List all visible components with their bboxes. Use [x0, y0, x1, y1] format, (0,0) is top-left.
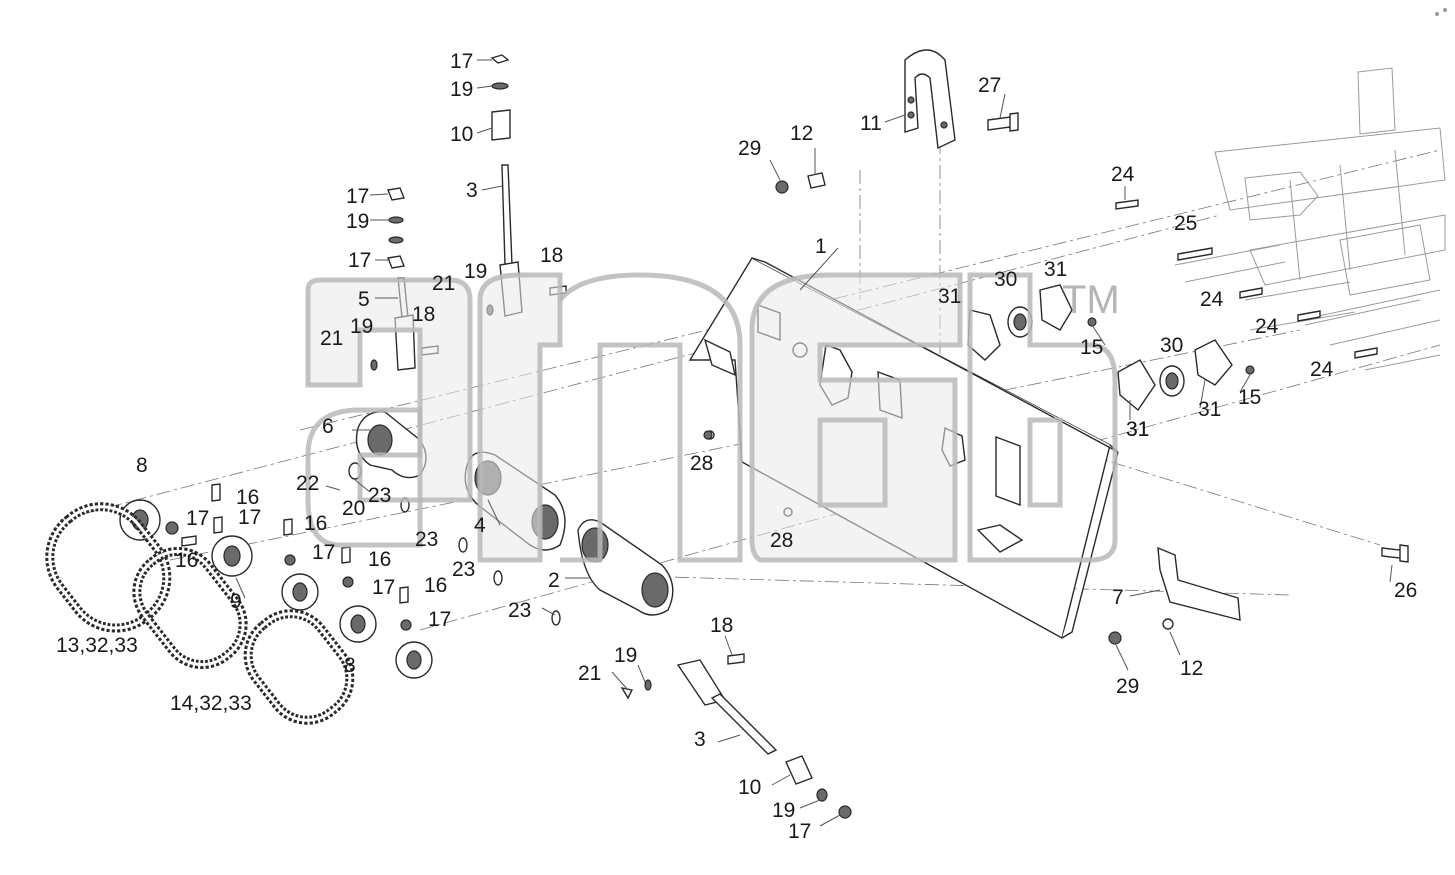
part-label: 13,32,33: [56, 634, 138, 657]
part-label: 3: [694, 728, 706, 751]
part-label: 12: [1180, 657, 1203, 680]
part-label: 26: [1394, 579, 1417, 602]
part-label: 17: [372, 576, 395, 599]
part-label: 17: [238, 506, 261, 529]
part-labels: 17 19 10 3 17 19 17 5 21 19 18 21 19 18 …: [56, 50, 1417, 843]
part-label: 19: [450, 78, 473, 101]
part-label: 25: [1174, 212, 1197, 235]
part-label: 21: [578, 662, 601, 685]
part-label: 12: [790, 122, 813, 145]
part-label: 17: [346, 185, 369, 208]
bolt: [1381, 544, 1409, 563]
part-label: 27: [978, 74, 1001, 97]
part-label: 3: [466, 179, 478, 202]
part-label: 9: [230, 590, 242, 613]
part-label: 24: [1200, 288, 1224, 311]
part-label: 19: [464, 260, 487, 283]
part-label: 30: [994, 268, 1017, 291]
part-label: 24: [1310, 358, 1334, 381]
part-label: 5: [358, 288, 370, 311]
part-label: 17: [788, 820, 811, 843]
part-label: 15: [1080, 336, 1103, 359]
part-label: 29: [1116, 675, 1139, 698]
part-label: 18: [710, 614, 733, 637]
part-label: 16: [368, 548, 391, 571]
part-label: 4: [474, 514, 486, 537]
part-label: 22: [296, 472, 319, 495]
part-label: 31: [1126, 418, 1149, 441]
part-label: 23: [508, 599, 531, 622]
part-label: 16: [236, 486, 259, 509]
angle-bracket: [1157, 546, 1241, 621]
part-label: 17: [428, 608, 451, 631]
part-label: 24: [1255, 315, 1279, 338]
watermark-logo: TM: [305, 272, 1120, 563]
part-label: 17: [186, 507, 209, 530]
part-label: 31: [938, 285, 961, 308]
part-label: 23: [452, 558, 475, 581]
bolt: [987, 112, 1019, 132]
part-label: 7: [1112, 586, 1124, 609]
part-label: 28: [770, 529, 793, 552]
part-label: 28: [690, 452, 713, 475]
part-label: 8: [344, 654, 356, 677]
part-label: 30: [1160, 334, 1183, 357]
fasteners: [703, 172, 1255, 645]
part-label: 17: [450, 50, 473, 73]
part-label: 8: [136, 454, 148, 477]
leader-lines: [235, 59, 1393, 827]
part-label: 19: [614, 644, 637, 667]
part-label: 17: [348, 249, 371, 272]
part-label: 31: [1044, 258, 1067, 281]
rod-assembly-bottom: [620, 653, 852, 819]
part-label: 31: [1126, 418, 1149, 441]
part-label: 23: [368, 484, 391, 507]
part-label: 19: [772, 799, 795, 822]
part-label: 18: [412, 303, 435, 326]
bearing-flanges: [967, 284, 1233, 412]
part-label: 16: [304, 512, 327, 535]
part-label: 23: [415, 528, 438, 551]
part-label: 31: [1198, 398, 1221, 421]
part-label: 10: [738, 776, 761, 799]
part-label: 15: [1238, 386, 1261, 409]
drive-chains: [45, 502, 355, 725]
part-label: 24: [1111, 163, 1135, 186]
part-label: 21: [320, 327, 343, 350]
pins: [1115, 199, 1378, 359]
part-label: 14,32,33: [170, 692, 252, 715]
part-label: 20: [342, 497, 365, 520]
part-label: 10: [450, 123, 473, 146]
trademark-mark: TM: [1062, 278, 1120, 322]
part-label: 19: [346, 210, 369, 233]
part-label: 6: [322, 415, 334, 438]
part-label: 19: [350, 315, 373, 338]
part-label: 18: [540, 244, 563, 267]
part-label: 16: [424, 574, 447, 597]
part-label: 16: [175, 549, 198, 572]
part-label: 21: [432, 272, 455, 295]
hook-bracket: [904, 49, 956, 150]
part-label: 1: [815, 235, 827, 258]
corner-mark: [1435, 8, 1447, 16]
part-label: 2: [548, 569, 560, 592]
part-label: 17: [312, 541, 335, 564]
part-label: 29: [738, 137, 761, 160]
part-label: 11: [860, 112, 882, 135]
frame-assembly: [1174, 67, 1446, 371]
bushings: [165, 462, 561, 631]
